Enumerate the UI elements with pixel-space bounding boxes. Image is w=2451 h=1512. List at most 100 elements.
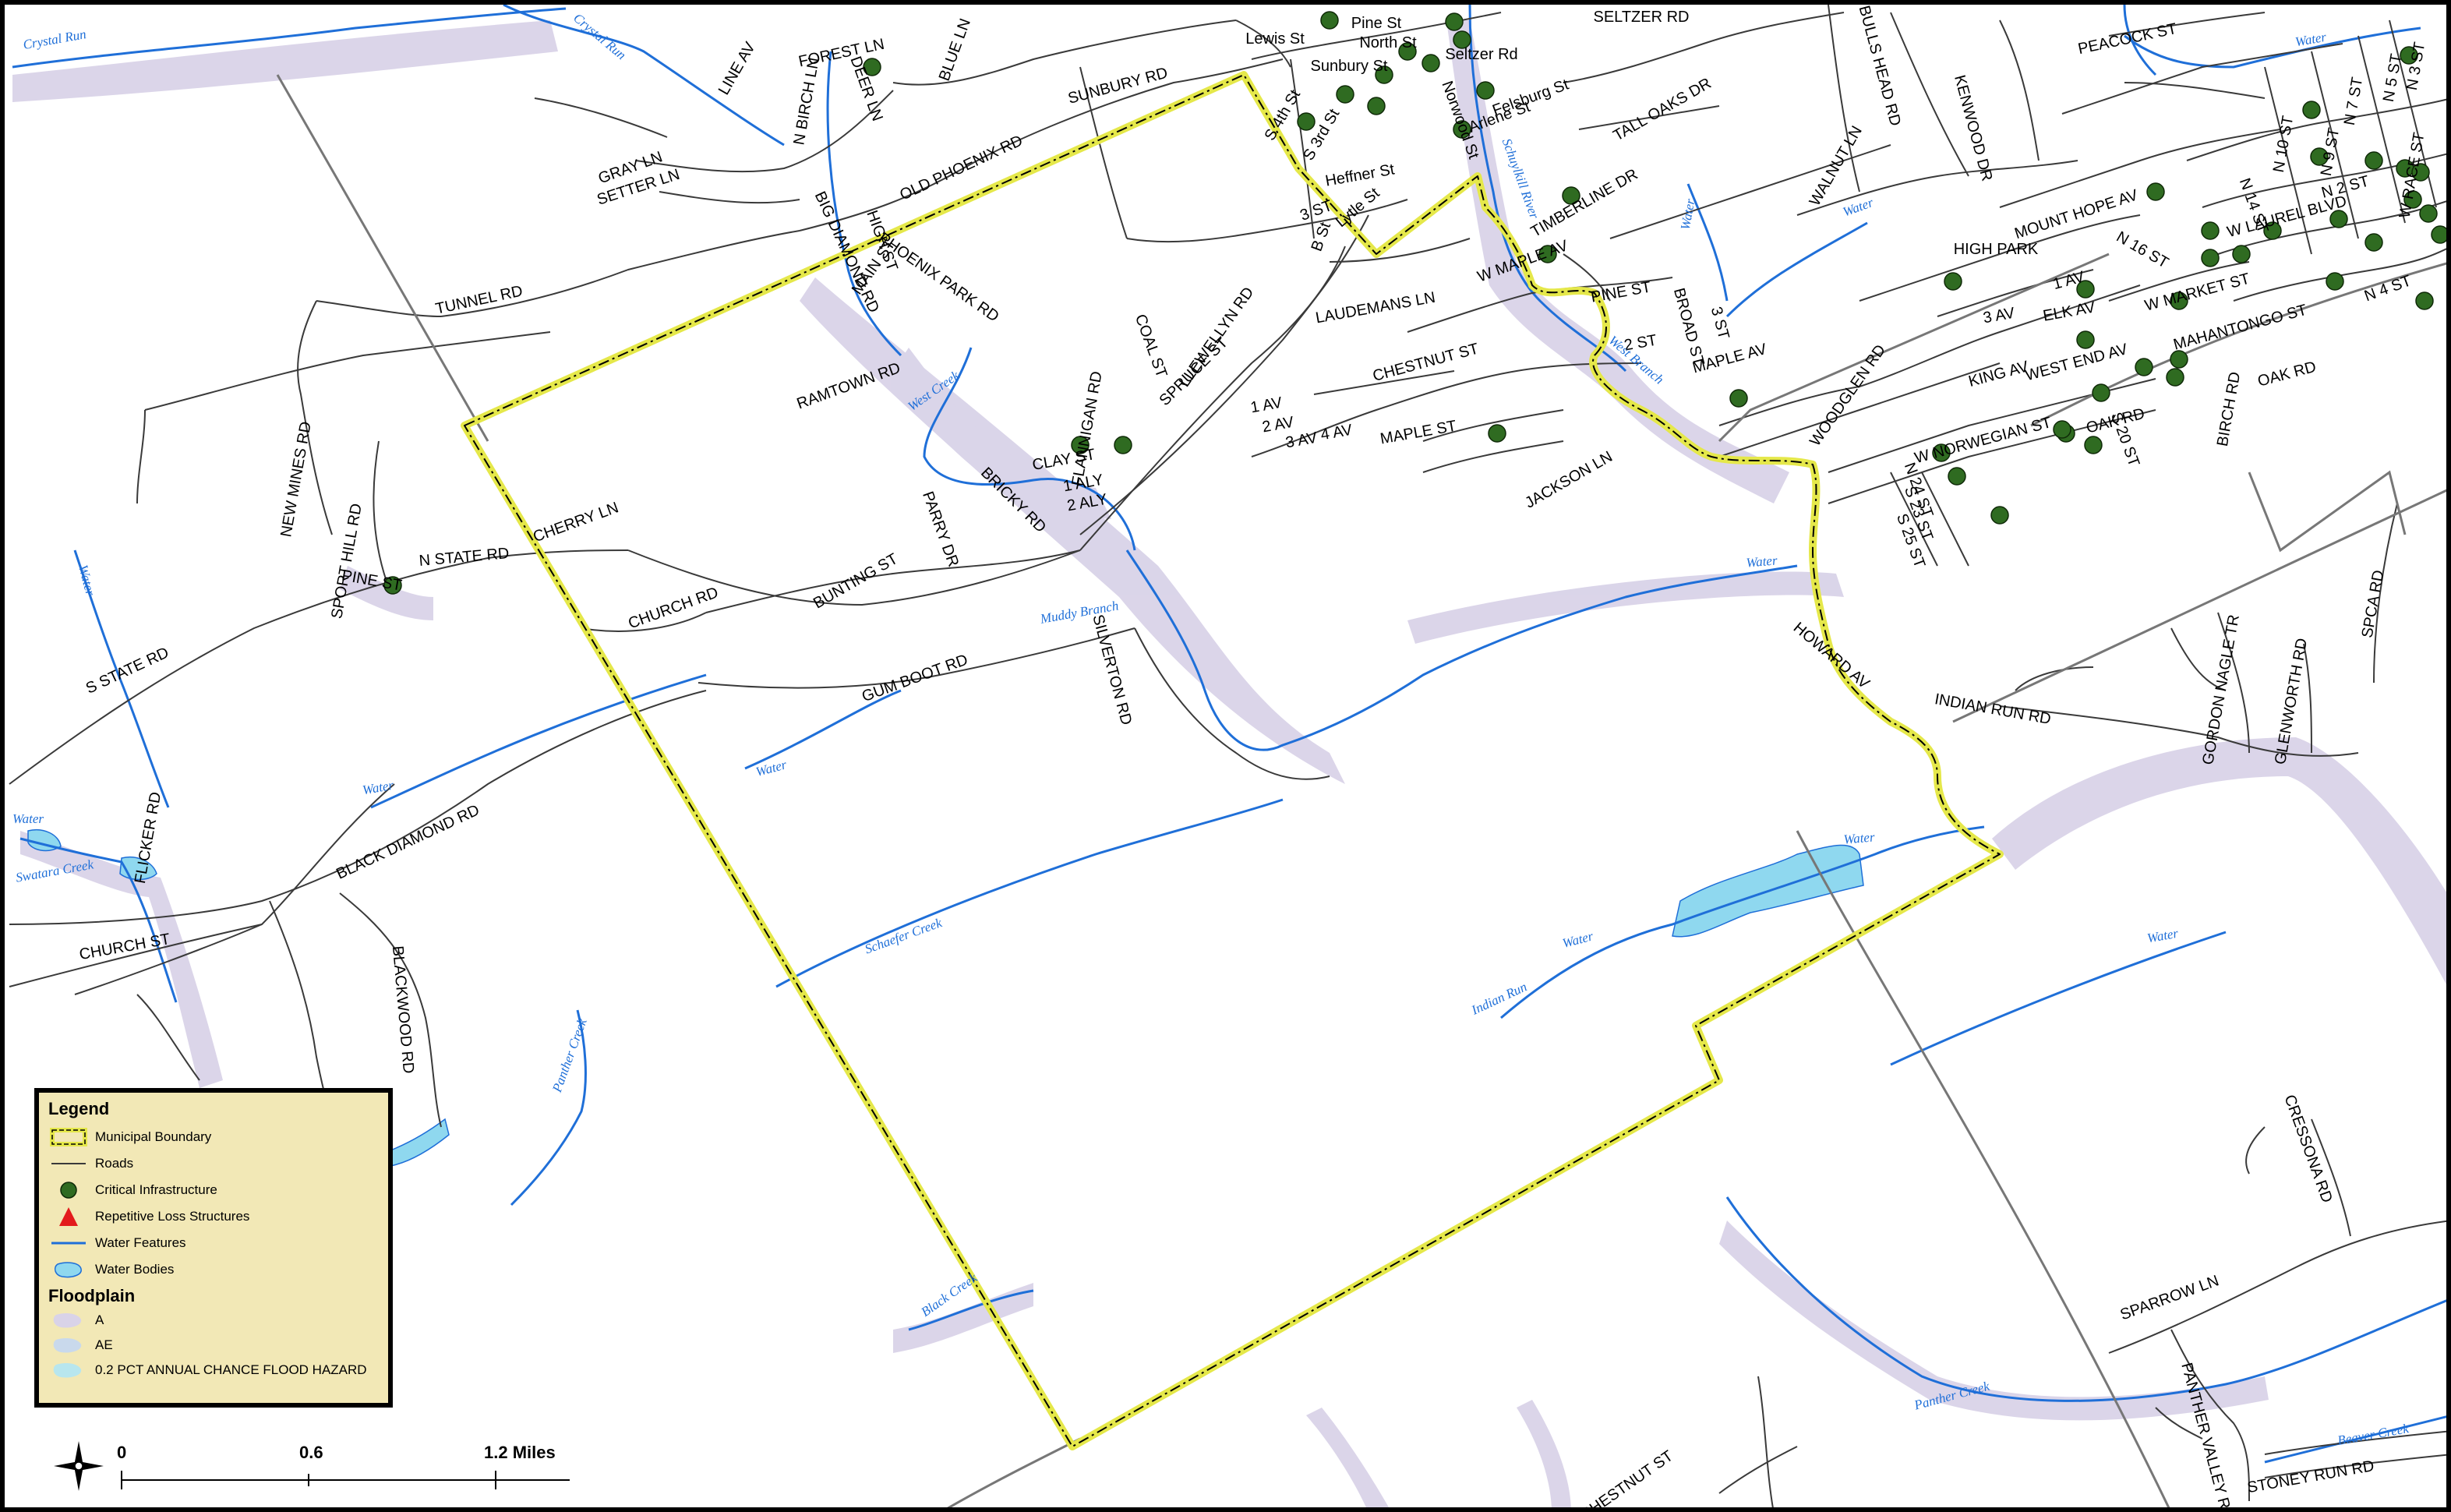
road-label: Seltzer Rd [1445,46,1517,63]
road-label: N 10 ST [2270,115,2297,174]
critical-infrastructure-point [1729,389,1748,408]
roads [9,5,2446,1507]
legend-label: AE [95,1337,113,1352]
water-label: Water [2146,926,2180,946]
critical-infrastructure-point [1297,112,1316,131]
critical-infrastructure-point [2053,420,2071,439]
critical-infrastructure-point [2232,245,2251,263]
road-label: N 7 ST [2341,76,2366,126]
water-stream-gumboot-2 [744,689,902,770]
road-label: OAK RD [2256,359,2319,390]
critical-infrastructure-point [1944,272,1962,291]
indian-run-stream [1500,825,1985,1019]
west-creek-stream [923,347,1136,551]
critical-infrastructure-point [1990,506,2009,525]
road-label: SPARROW LN [2118,1272,2221,1323]
road-label: TUNNEL RD [434,283,524,318]
critical-infrastructure-point [2431,225,2446,244]
legend-label: Repetitive Loss Structures [95,1209,250,1224]
critical-infrastructure-point [2263,221,2282,240]
legend-item-floodplain-0-2-pct: 0.2 PCT ANNUAL CHANCE FLOOD HAZARD [48,1358,379,1383]
water-label: Panther Creek [549,1016,590,1095]
municipal-boundary-icon [48,1125,89,1149]
water-line-icon [48,1231,89,1255]
scale-label-0: 0 [117,1443,127,1462]
water-label: Schaefer Creek [863,915,944,956]
floodplain-0-2-pct-icon [48,1358,89,1382]
critical-infrastructure-point [1562,186,1580,205]
critical-infrastructure-point [2326,272,2344,291]
legend-item-water-bodies: Water Bodies [48,1256,379,1283]
road-label: FLICKER RD [132,790,164,885]
road-label: Pine St [1351,15,1402,32]
crystal-run-stream-2 [503,5,785,147]
road-label: BROAD ST [1670,286,1708,367]
road-label: CHESTNUT ST [1577,1447,1676,1512]
municipal-boundary [461,71,2004,1450]
critical-infrastructure-point [1948,467,1966,486]
water-label: Water [362,778,395,798]
critical-infrastructure-point [2364,233,2383,252]
water-label: Indian Run [1468,979,1529,1018]
floodplain-crystal-run [12,20,558,102]
critical-infrastructure-point [1367,97,1386,115]
water-features [12,5,2446,1464]
road-label: PARRY DR [919,489,962,570]
road-label: N 16 ST [2114,228,2172,272]
road-label: HIGH PARK [1954,241,2039,258]
road-label: Heffner St [1324,161,1397,189]
road-label: JACKSON LN [1522,448,1616,512]
road-label: INDIAN RUN RD [1934,691,2053,728]
water-label: Water [754,757,789,779]
critical-infrastructure-point [2411,163,2430,182]
legend-label: Water Bodies [95,1262,175,1277]
critical-infrastructure-point [2329,210,2348,228]
road-label: HOWARD AV [1790,619,1874,692]
road-label: N STATE RD [419,545,510,570]
legend-label: 0.2 PCT ANNUAL CHANCE FLOOD HAZARD [95,1362,367,1377]
road-label: CHURCH ST [78,931,171,963]
floodplain-a-icon [48,1309,89,1332]
critical-infrastructure-point [2170,291,2188,310]
critical-infrastructure-point [2092,383,2110,402]
road-label: ELK AV [2042,299,2097,324]
water-label: Beaver Creek [2336,1421,2410,1448]
critical-infrastructure-point [1398,42,1417,61]
floodplain-state [340,566,433,620]
road-label: SPCA RD [2359,569,2388,639]
legend-item-critical-infrastructure: Critical Infrastructure [48,1177,379,1203]
legend-label: A [95,1312,104,1327]
water-label: Schuylkill River [1499,136,1542,221]
legend-item-floodplain-ae: AE [48,1333,379,1358]
critical-infrastructure-point [2419,204,2438,223]
road-label: BULLS HEAD RD [1856,5,1904,128]
water-stream-gumboot [370,673,707,809]
water-label: Water [1843,829,1876,846]
big-diamond-stream [826,51,902,357]
road-label: BLACK DIAMOND RD [334,801,482,882]
floodplain-title: Floodplain [48,1286,136,1305]
muddy-branch-stream [1125,549,1798,751]
road-label: KETNERS RD [5,5,55,9]
critical-infrastructure-point [2084,436,2103,454]
legend-item-municipal-boundary: Municipal Boundary [48,1124,379,1150]
critical-infrastructure-point [2076,330,2095,349]
critical-infrastructure-point [2201,221,2220,240]
water-label: Water [12,811,44,826]
road-label: N 4 ST [2362,272,2414,305]
road-label: COAL ST [1132,312,1171,380]
critical-infrastructure-point [863,58,881,76]
road-label: 4 AV [1319,422,1354,444]
road-label: BIRCH RD [2214,370,2244,447]
floodplain-water-main [1407,571,1844,644]
road-label: Lytle St [1333,184,1383,231]
critical-infrastructure-point [2302,101,2321,119]
legend-item-repetitive-loss: Repetitive Loss Structures [48,1203,379,1230]
critical-infrastructure-point [1453,120,1471,139]
floodplain-ae-icon [48,1334,89,1357]
critical-infrastructure-point [1422,54,1440,72]
road-label: SELTZER RD [1594,9,1690,26]
road-label: WEST END AV [2023,341,2130,384]
